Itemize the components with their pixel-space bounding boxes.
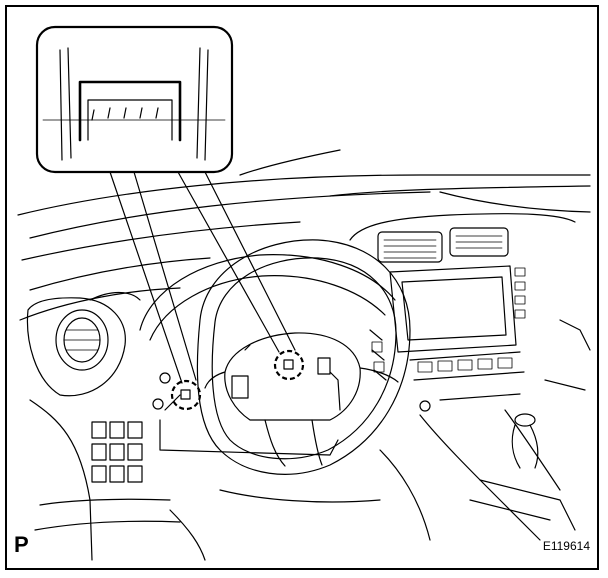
- inset-detail-box: [35, 25, 234, 174]
- leader-lines: [109, 171, 296, 384]
- left-clip-icon: [180, 389, 191, 400]
- dashboard-outline: [17, 149, 591, 321]
- left-air-vent: [26, 291, 141, 397]
- airbag-pad-outline: [159, 394, 339, 456]
- left-switch-panel: [29, 372, 181, 561]
- center-console: [349, 213, 576, 412]
- left-clip-callout: [170, 379, 202, 411]
- corner-letter: P: [14, 532, 29, 557]
- lower-console: [169, 319, 591, 561]
- figure-code: E119614: [542, 539, 590, 553]
- right-clip-callout: [273, 349, 305, 381]
- instrument-cluster-hood: [139, 254, 396, 341]
- steering-wheel: [196, 239, 411, 475]
- clip-callouts: [170, 349, 305, 411]
- right-clip-icon: [283, 359, 294, 370]
